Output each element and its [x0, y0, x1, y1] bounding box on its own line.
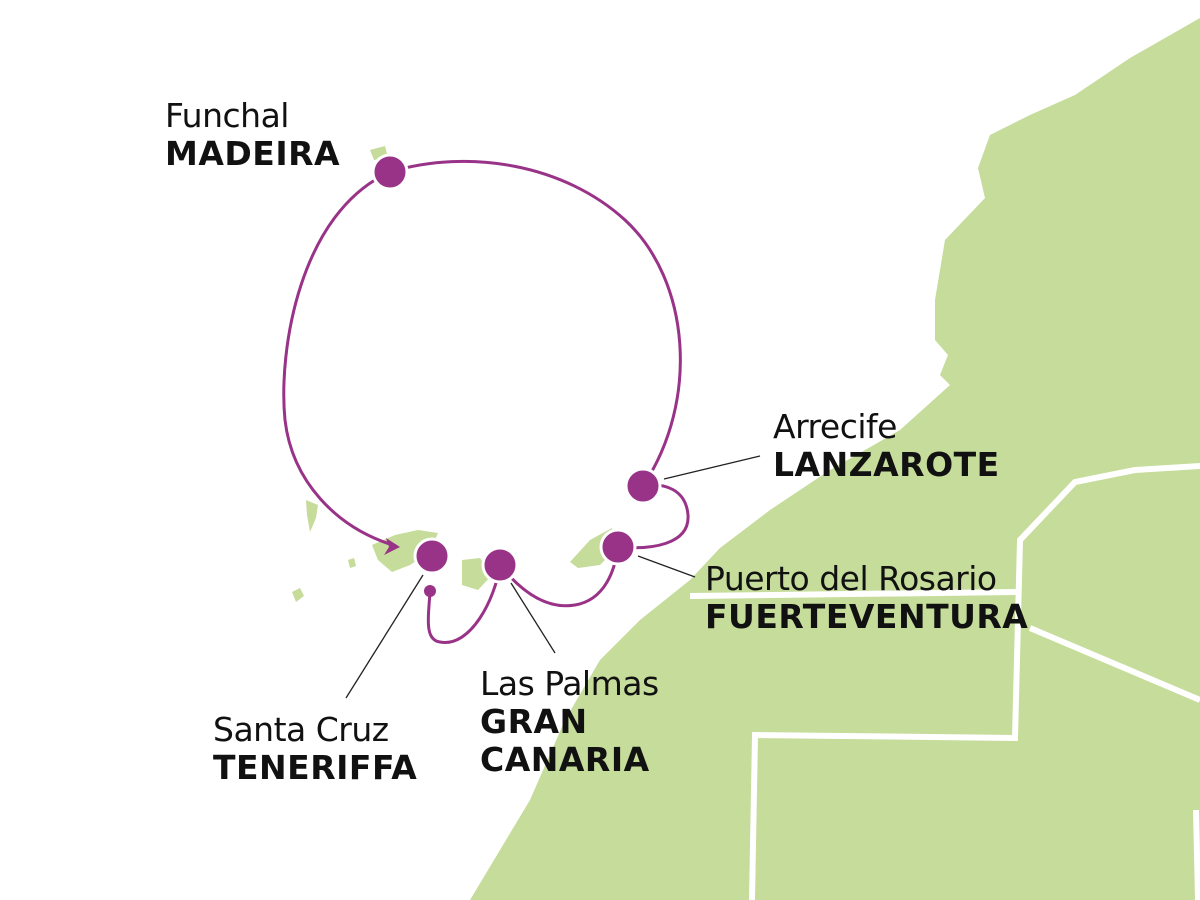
country-borders [689, 463, 1200, 900]
islands [292, 146, 640, 602]
city-name: Puerto del Rosario [705, 559, 997, 598]
marker-teneriffa [413, 537, 451, 575]
label-gran-canaria: Las Palmas GRAN CANARIA [480, 665, 659, 779]
island-name: TENERIFFA [213, 747, 418, 787]
city-name: Santa Cruz [213, 710, 389, 749]
label-fuerteventura: Puerto del Rosario FUERTEVENTURA [705, 560, 1028, 636]
leader-lines [345, 455, 761, 699]
label-madeira: Funchal MADEIRA [165, 97, 340, 173]
marker-gran-canaria [481, 546, 519, 584]
city-name: Las Palmas [480, 664, 659, 703]
island-name: MADEIRA [165, 133, 341, 173]
island-name: LANZAROTE [773, 444, 1000, 484]
island-name-line1: GRAN [480, 701, 588, 741]
marker-lanzarote [624, 467, 662, 505]
island-la-gomera [348, 558, 356, 568]
label-lanzarote: Arrecife LANZAROTE [773, 408, 1000, 484]
island-la-palma [306, 500, 318, 532]
island-name: FUERTEVENTURA [705, 596, 1029, 636]
city-name: Funchal [165, 96, 289, 135]
route-arrow-icon [384, 538, 400, 555]
island-name-line2: CANARIA [480, 739, 650, 779]
label-teneriffa: Santa Cruz TENERIFFA [213, 711, 417, 787]
route-start-dot [424, 585, 436, 597]
marker-fuerteventura [599, 528, 637, 566]
city-name: Arrecife [773, 407, 897, 446]
marker-madeira [371, 153, 409, 191]
island-el-hierro [292, 588, 304, 602]
port-markers [371, 153, 662, 597]
